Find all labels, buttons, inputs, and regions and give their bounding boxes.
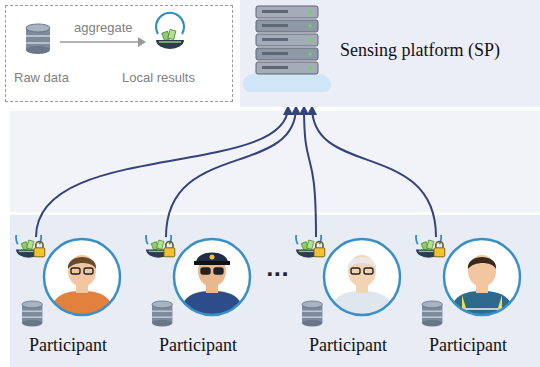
legend-label: Local results [122, 70, 195, 85]
participant-label: Participant [429, 335, 507, 356]
legend-label: aggregate [74, 20, 133, 35]
platform-panel: Sensing platform (SP) [240, 0, 540, 107]
participant-label: Participant [29, 335, 107, 356]
participant-label: Participant [159, 335, 237, 356]
legend-box: Raw data aggregateLocal results [5, 5, 233, 102]
upload-connector [166, 107, 296, 237]
participant-node: Participant [12, 235, 124, 363]
participant-label: Participant [309, 335, 387, 356]
platform-label: Sensing platform (SP) [340, 40, 500, 61]
ellipsis-label: ··· [266, 262, 289, 286]
upload-connector [312, 107, 436, 237]
upload-connector [36, 107, 288, 237]
participant-node: Participant [292, 235, 404, 363]
upload-connector [304, 107, 316, 237]
middle-band [10, 111, 540, 212]
legend-label: Raw data [14, 70, 69, 85]
participant-node: Participant [142, 235, 254, 363]
participant-node: Participant [412, 235, 524, 363]
